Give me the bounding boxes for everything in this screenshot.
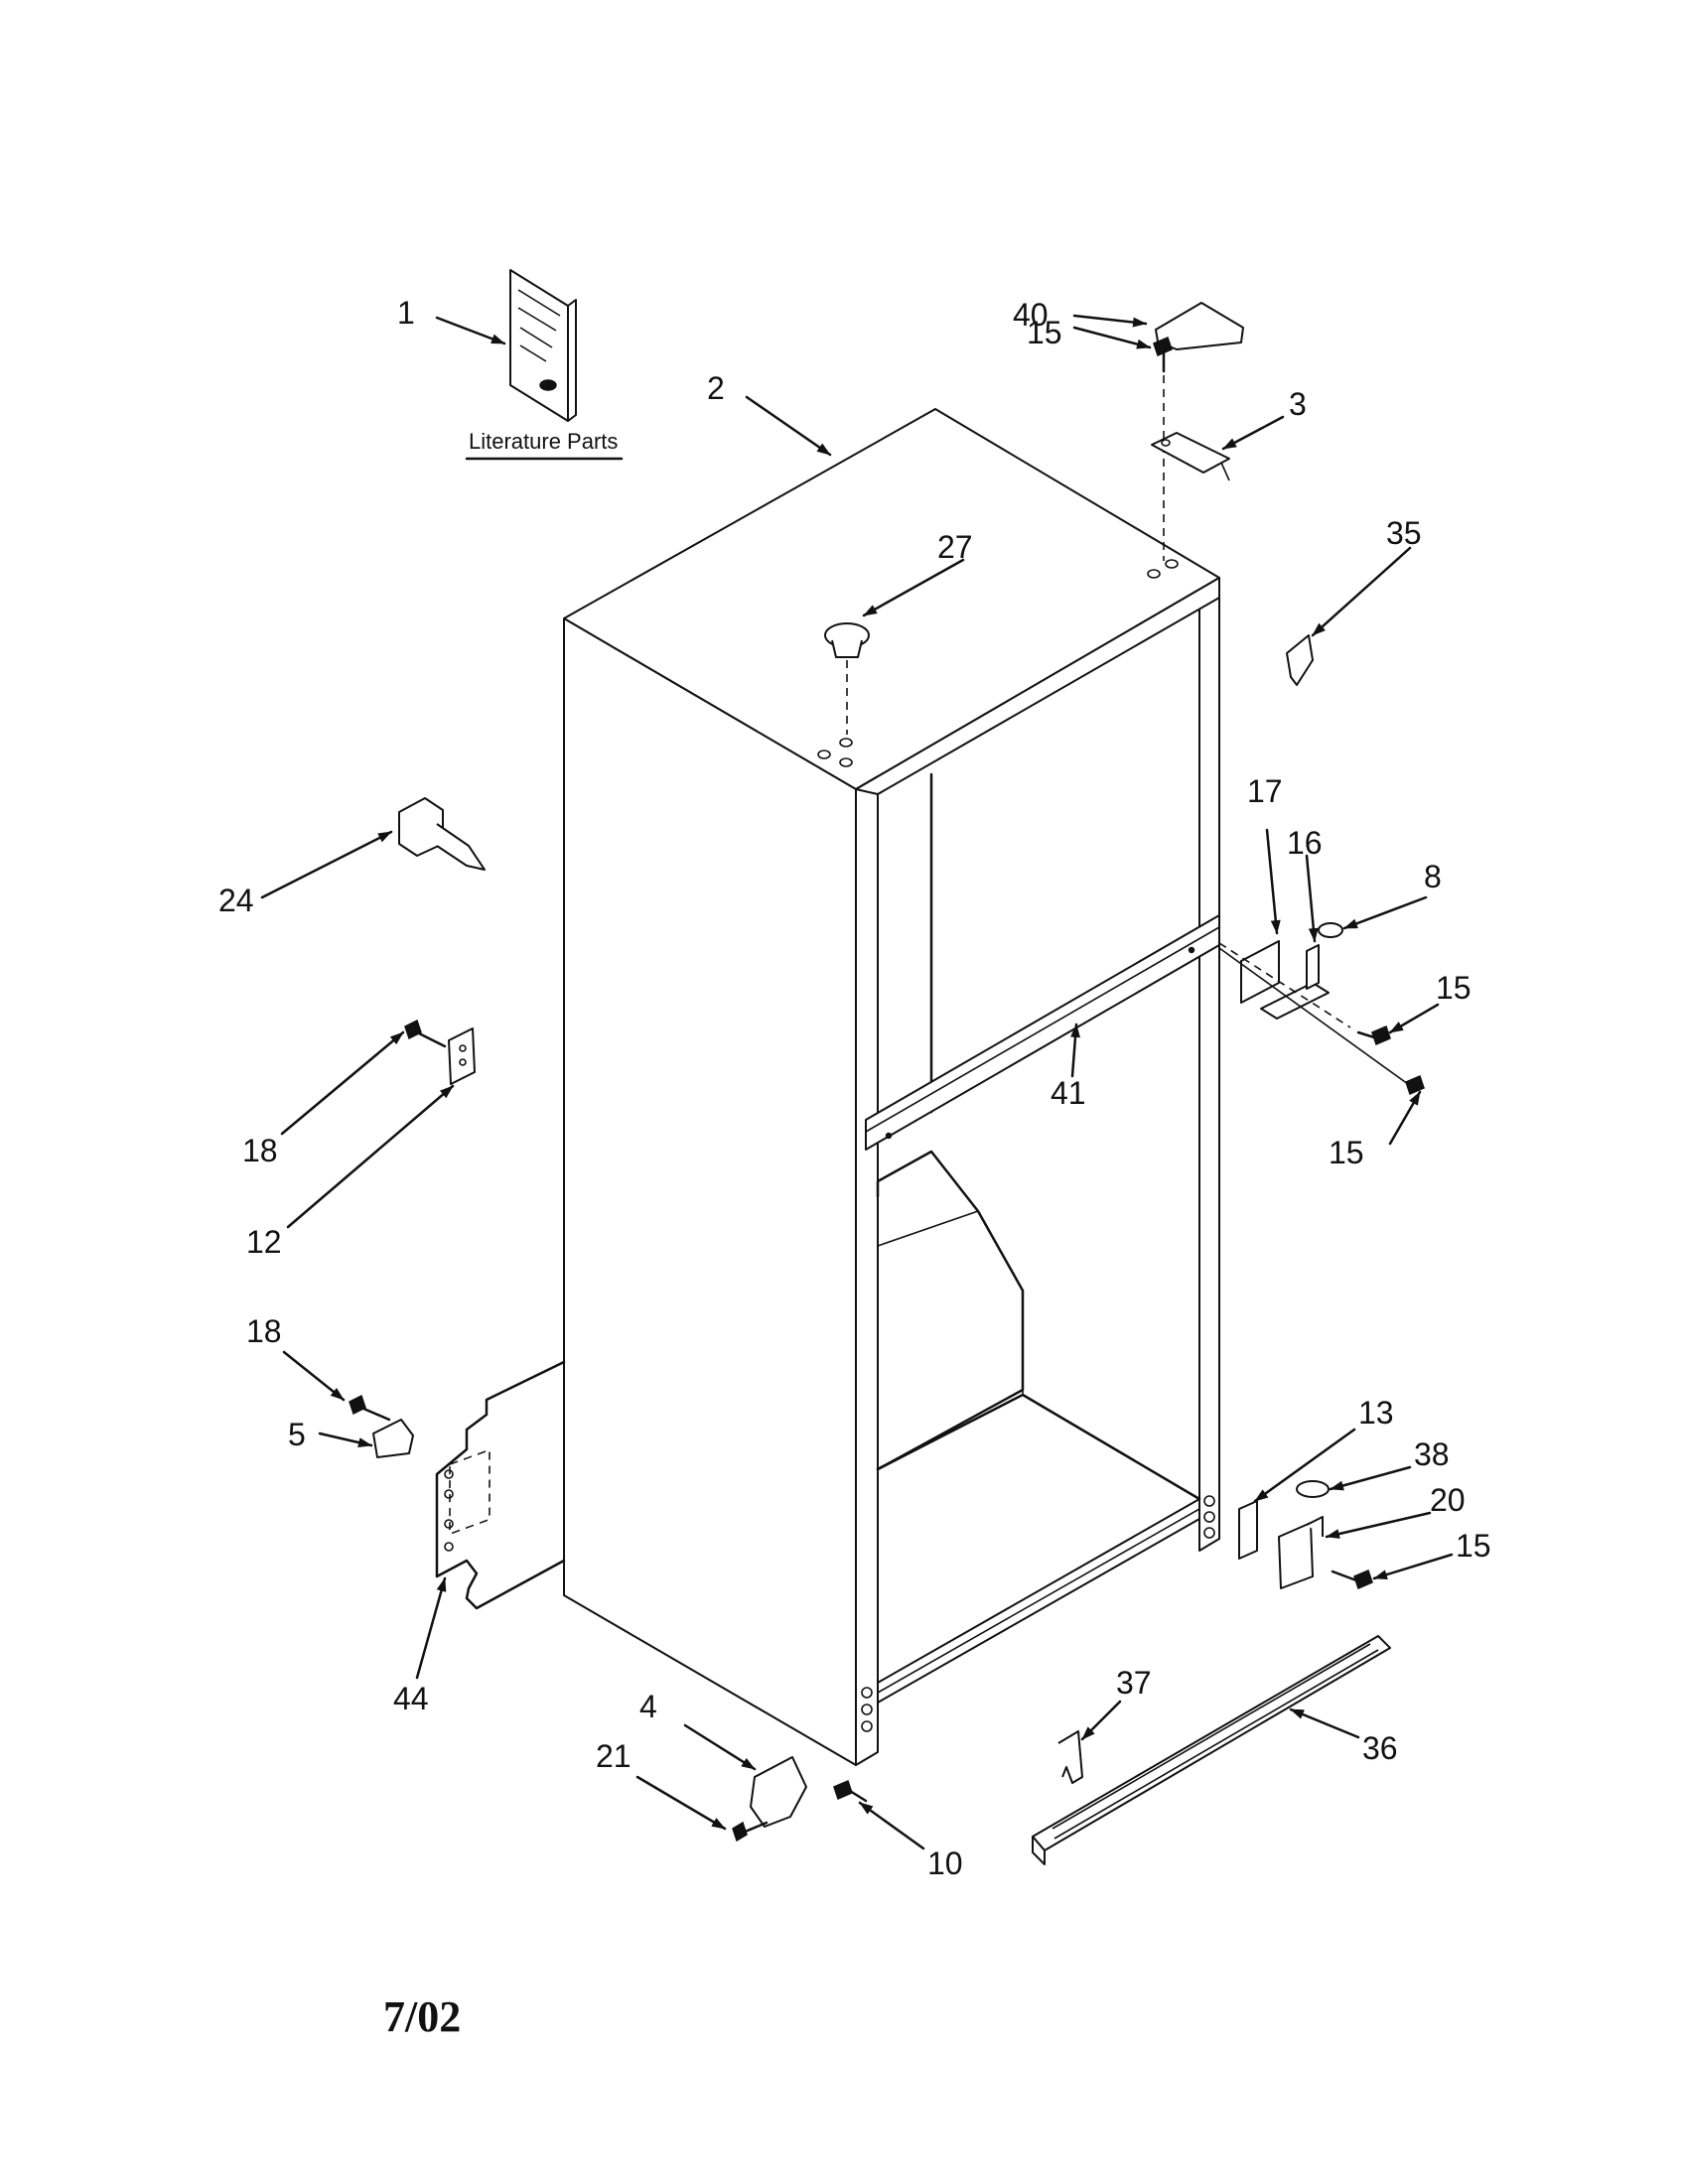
- back-panel-part: [435, 1360, 566, 1610]
- callout-21: 21: [596, 1738, 632, 1774]
- callout-40: 40: [1013, 297, 1049, 333]
- leader-lines: [260, 314, 1454, 1850]
- callout-17: 17: [1247, 773, 1283, 809]
- leveling-parts: [732, 1756, 868, 1843]
- callout-4: 4: [639, 1689, 657, 1724]
- divider-bar-part: [865, 914, 1220, 1151]
- callout-38: 38: [1414, 1436, 1450, 1472]
- callout-1: 1: [397, 295, 415, 331]
- date-code: 7/02: [383, 1992, 461, 2041]
- callout-5: 5: [288, 1417, 306, 1452]
- callout-27: 27: [937, 529, 973, 565]
- callout-18-upper: 18: [242, 1133, 278, 1168]
- callout-37: 37: [1116, 1665, 1152, 1701]
- literature-parts-label: Literature Parts: [469, 429, 618, 454]
- callout-44: 44: [393, 1681, 429, 1716]
- callout-15-middle: 15: [1436, 970, 1472, 1006]
- callout-15-lower: 15: [1456, 1528, 1491, 1564]
- callout-24: 24: [218, 883, 254, 918]
- literature-booklet-icon: [509, 269, 577, 422]
- callout-8: 8: [1424, 859, 1442, 894]
- callout-12: 12: [246, 1224, 282, 1260]
- screw-part-top: [1153, 336, 1173, 561]
- callout-36: 36: [1362, 1730, 1398, 1766]
- plug-part: [824, 622, 870, 735]
- lower-hinge-group: [1238, 1480, 1373, 1590]
- cabinet-assembly: [563, 408, 1220, 1766]
- callout-15-lower-middle: 15: [1329, 1135, 1364, 1170]
- top-hinge-part: [1151, 432, 1230, 481]
- callout-15-top: 15: [1027, 315, 1062, 350]
- callout-13: 13: [1358, 1395, 1394, 1431]
- callout-2: 2: [707, 370, 725, 406]
- callout-labels: 1 2 40 15 3 35 27 24 18 12 18 5 44 17 16…: [218, 295, 1491, 1881]
- toe-grille-part: [1032, 1635, 1391, 1865]
- callout-41: 41: [1051, 1075, 1086, 1111]
- hinge-bracket-upper-left: [404, 1019, 476, 1085]
- callout-10: 10: [927, 1845, 963, 1881]
- callout-16: 16: [1287, 825, 1323, 861]
- middle-hinge-group: [1218, 922, 1425, 1096]
- callout-3: 3: [1289, 386, 1307, 422]
- hinge-pin-part: [398, 797, 486, 871]
- callout-18-lower: 18: [246, 1313, 282, 1349]
- clip-part-lower-left: [349, 1394, 414, 1458]
- callout-20: 20: [1430, 1482, 1466, 1518]
- hinge-cover-part: [1286, 634, 1314, 686]
- callout-35: 35: [1386, 515, 1422, 551]
